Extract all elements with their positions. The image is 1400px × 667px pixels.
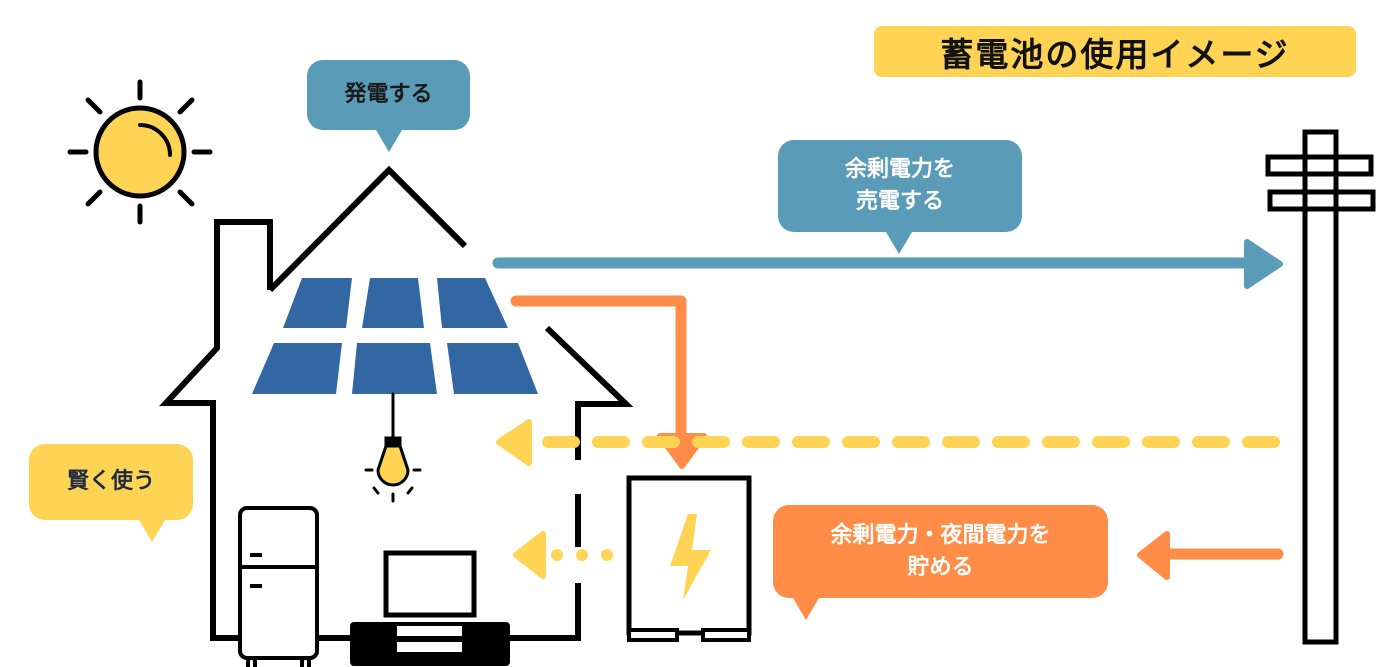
bubble-text: 発電する (344, 82, 433, 108)
lightning-icon (670, 514, 711, 600)
bubble-text: 余剰電力・夜間電力を (830, 522, 1051, 548)
solar-cell (447, 343, 538, 394)
solar-cell (283, 278, 352, 328)
label-generate-power: 発電する (307, 60, 470, 152)
bubble-tail (376, 130, 402, 152)
flow-grid-to-battery (1137, 531, 1284, 580)
bubble-text: 余剰電力を (844, 157, 955, 183)
battery-icon (626, 475, 752, 642)
tv-icon (350, 550, 510, 666)
solar-cell (252, 343, 342, 394)
solar-cell (437, 278, 508, 328)
label-use-wisely: 賢く使う (29, 444, 193, 542)
flow-battery-to-house (513, 531, 613, 579)
label-store-power: 余剰電力・夜間電力を 貯める (773, 505, 1108, 620)
bubble-tail (139, 520, 165, 542)
solar-cell (352, 343, 437, 394)
refrigerator-icon (238, 506, 319, 667)
sun-icon (67, 79, 213, 225)
solar-cell (362, 278, 424, 328)
flow-sell-to-grid (492, 239, 1283, 289)
bubble-tail (886, 232, 912, 254)
utility-pole-icon (1265, 129, 1376, 645)
bubble-tail (793, 598, 819, 620)
flow-grid-to-house (496, 419, 1284, 466)
light-bulb-icon (364, 392, 422, 503)
diagram-title: 蓄電池の使用イメージ (874, 26, 1356, 77)
label-sell-surplus: 余剰電力を 売電する (778, 140, 1022, 254)
bubble-text: 売電する (855, 189, 944, 214)
solar-panel (252, 278, 538, 394)
bubble-text: 賢く使う (66, 469, 155, 495)
bubble-text: 貯める (907, 554, 974, 580)
